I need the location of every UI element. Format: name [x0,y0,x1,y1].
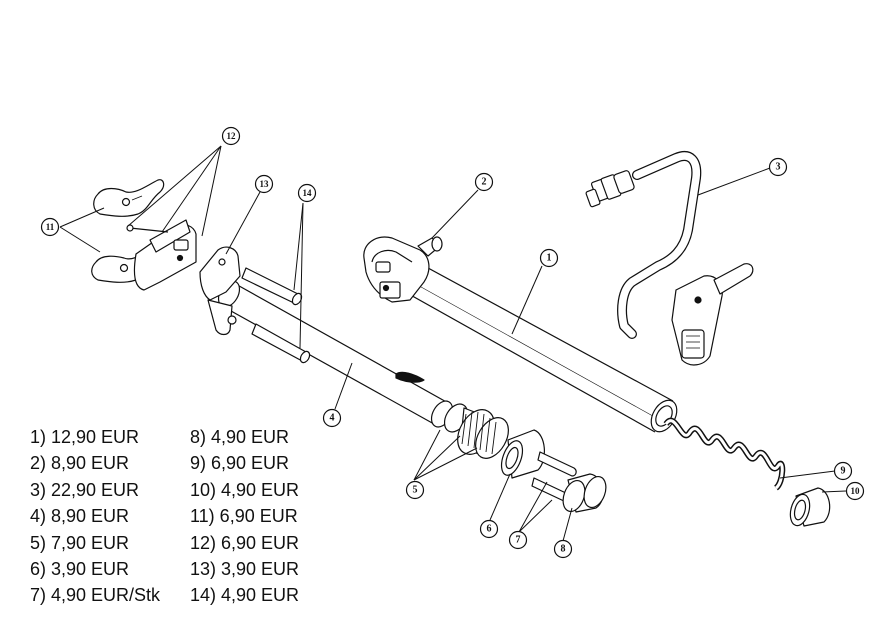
callout-9: 9 [833,461,853,481]
part-8-end-cap [562,473,607,513]
price-item-14: 14) 4,90 EUR [190,585,300,606]
callout-label-4: 4 [330,413,335,424]
part-10-ring [789,487,831,527]
part-6-sleeve [500,429,545,479]
price-list-left: 1) 12,90 EUR 2) 8,90 EUR 3) 22,90 EUR 4)… [30,424,160,609]
callout-4: 4 [322,408,342,428]
callout-10: 10 [845,481,865,501]
callout-label-13: 13 [260,179,270,189]
part-11-lever-upper [93,179,165,217]
price-item-9: 9) 6,90 EUR [190,453,290,474]
part-12-clamp-body [126,219,197,291]
part-9-spring [663,417,786,491]
callout-11: 11 [40,217,60,237]
callout-8: 8 [553,539,573,559]
price-item-4: 4) 8,90 EUR [30,506,130,527]
leader-lines [59,145,847,542]
callout-label-1: 1 [547,253,552,264]
callout-5: 5 [405,480,425,500]
price-item-11: 11) 6,90 EUR [190,506,298,527]
price-item-7: 7) 4,90 EUR/Stk [30,585,161,606]
callout-label-11: 11 [46,222,55,232]
price-item-2: 2) 8,90 EUR [30,453,130,474]
callout-6: 6 [479,519,499,539]
price-item-1: 1) 12,90 EUR [30,427,140,447]
callout-label-3: 3 [776,162,781,173]
callout-1: 1 [539,248,559,268]
callout-label-14: 14 [303,188,313,198]
callout-label-6: 6 [487,524,492,535]
callout-label-5: 5 [413,485,418,496]
callout-7: 7 [508,530,528,550]
part-5-knurled-nut [443,403,509,459]
callout-14: 14 [297,183,317,203]
callout-label-7: 7 [516,535,521,546]
callout-2: 2 [474,172,494,192]
callout-label-12: 12 [227,131,237,141]
callout-label-10: 10 [851,486,861,496]
price-item-3: 3) 22,90 EUR [30,479,140,500]
callout-12: 12 [221,126,241,146]
price-item-6: 6) 3,90 EUR [30,559,130,580]
callout-3: 3 [768,157,788,177]
callout-label-8: 8 [561,544,566,555]
callout-13: 13 [254,174,274,194]
part-14-pins [241,267,311,364]
price-list-right: 8) 4,90 EUR 9) 6,90 EUR 10) 4,90 EUR 11)… [190,424,299,609]
part-3-hose [585,151,754,366]
price-item-13: 13) 3,90 EUR [190,559,300,580]
price-item-8: 8) 4,90 EUR [190,427,290,447]
price-item-10: 10) 4,90 EUR [190,479,300,500]
price-item-12: 12) 6,90 EUR [190,532,300,553]
callout-label-2: 2 [482,177,487,188]
price-item-5: 5) 7,90 EUR [30,532,130,553]
callout-label-9: 9 [841,466,846,477]
part-2-clamp [363,236,443,303]
part-4-lower-tube [199,246,454,428]
